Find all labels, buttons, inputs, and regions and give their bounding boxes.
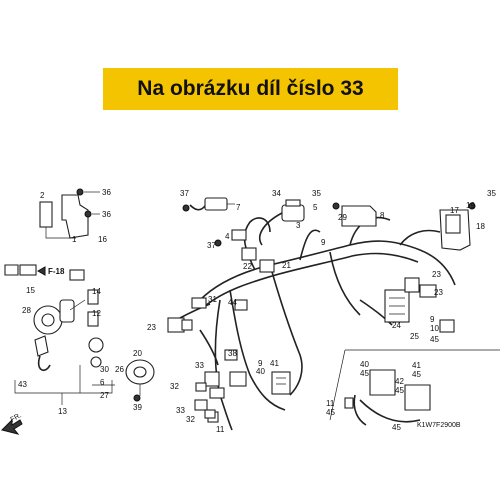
- connector-31: [191, 297, 207, 309]
- callout-32: 32: [170, 382, 179, 391]
- callout-7: 7: [236, 203, 241, 212]
- connector-37-left: [182, 204, 222, 247]
- callout-20: 20: [133, 349, 142, 358]
- key-cylinder-15: [4, 264, 37, 276]
- callout-25: 25: [410, 332, 419, 341]
- callout-32-bottom: 32: [186, 415, 195, 424]
- callout-45: 45: [430, 335, 439, 344]
- callout-6: 6: [100, 378, 105, 387]
- callout-43: 43: [18, 380, 27, 389]
- callout-36-bottom: 36: [102, 210, 111, 219]
- callout-39: 39: [133, 403, 142, 412]
- subharness-detail: [329, 349, 500, 426]
- callout-31: 31: [208, 295, 217, 304]
- connector-9-40: [271, 371, 291, 395]
- fuse-holder-16: [69, 269, 85, 281]
- callout-37: 37: [180, 189, 189, 198]
- callout-3: 3: [296, 221, 301, 230]
- callout-5: 5: [313, 203, 318, 212]
- assembly-bracket-lines: [14, 365, 115, 405]
- callout-27: 27: [100, 391, 109, 400]
- callout-12: 12: [92, 309, 101, 318]
- connector-23-right: [419, 284, 437, 298]
- banner-text: Na obrázku díl číslo 33: [137, 77, 364, 100]
- callout-22: 22: [243, 262, 252, 271]
- callout-4: 4: [225, 232, 230, 241]
- callout-10: 10: [430, 324, 439, 333]
- ignition-switch-assembly: [33, 289, 104, 372]
- callout-45-right-a: 45: [360, 369, 369, 378]
- callout-37-second: 37: [207, 241, 216, 250]
- callout-21: 21: [282, 261, 291, 270]
- callout-24: 24: [392, 321, 401, 330]
- callout-23-right-b: 23: [434, 288, 443, 297]
- callout-1: 1: [72, 235, 77, 244]
- callout-9-right: 9: [430, 315, 435, 324]
- front-label: FR.: [10, 412, 23, 424]
- callout-14: 14: [92, 287, 101, 296]
- diagram-code: K1W7F2900B: [417, 422, 461, 429]
- callout-numbers: 37 7 34 3 35 5 36 36 2 29 8 17 19 35 18 …: [18, 188, 496, 434]
- callout-45-right-b: 45: [412, 370, 421, 379]
- callout-23-left: 23: [147, 323, 156, 332]
- relay-25: [404, 277, 455, 333]
- callout-28: 28: [22, 306, 31, 315]
- fuse-ref-arrow: [36, 266, 46, 276]
- callout-11: 11: [216, 425, 225, 434]
- callout-40: 40: [256, 367, 265, 376]
- callout-13: 13: [58, 407, 67, 416]
- top-left-bracket: [39, 188, 100, 239]
- callout-26: 26: [115, 365, 124, 374]
- callout-38: 38: [228, 349, 237, 358]
- callout-8: 8: [380, 211, 385, 220]
- ignition-coil-3: [258, 199, 305, 246]
- callout-41-right: 41: [412, 361, 421, 370]
- callout-9: 9: [321, 238, 326, 247]
- callout-18: 18: [476, 222, 485, 231]
- callout-19: 19: [466, 201, 475, 210]
- regulator-24: [384, 289, 410, 323]
- connectors-center-33: [194, 371, 247, 423]
- callout-30: 30: [100, 365, 109, 374]
- callout-41: 41: [270, 359, 279, 368]
- connector-23-left: [167, 317, 193, 333]
- callout-17: 17: [450, 206, 459, 215]
- relay-top-7: [189, 197, 235, 211]
- callout-36-top: 36: [102, 188, 111, 197]
- callout-15: 15: [26, 286, 35, 295]
- starter-relay-29-8: [332, 202, 377, 227]
- callout-34: 34: [272, 189, 281, 198]
- connector-4-relay: [231, 229, 257, 261]
- reference-label-f18: F-18: [48, 267, 65, 276]
- callout-42: 42: [395, 377, 404, 386]
- fuse-box-22: [259, 259, 275, 273]
- front-direction-arrow: [1, 418, 23, 435]
- callout-45-right-e: 45: [392, 423, 401, 432]
- horn-20: [125, 359, 155, 402]
- callout-45-right-c: 45: [395, 386, 404, 395]
- battery-case-17: [439, 202, 476, 251]
- callout-40-right: 40: [360, 360, 369, 369]
- callout-35-right: 35: [487, 189, 496, 198]
- callout-33-bottom: 33: [176, 406, 185, 415]
- callout-2: 2: [40, 191, 45, 200]
- part-number-banner: Na obrázku díl číslo 33: [103, 68, 398, 110]
- callout-9-center: 9: [258, 359, 263, 368]
- callout-29: 29: [338, 213, 347, 222]
- callout-44: 44: [228, 298, 237, 307]
- callout-33: 33: [195, 361, 204, 370]
- connector-32-bottom: [195, 382, 216, 419]
- callout-45-right-d: 45: [326, 408, 335, 417]
- callout-16: 16: [98, 235, 107, 244]
- callout-23-right: 23: [432, 270, 441, 279]
- connector-44-38: [224, 299, 248, 361]
- callout-11-right: 11: [326, 399, 335, 408]
- callout-35: 35: [312, 189, 321, 198]
